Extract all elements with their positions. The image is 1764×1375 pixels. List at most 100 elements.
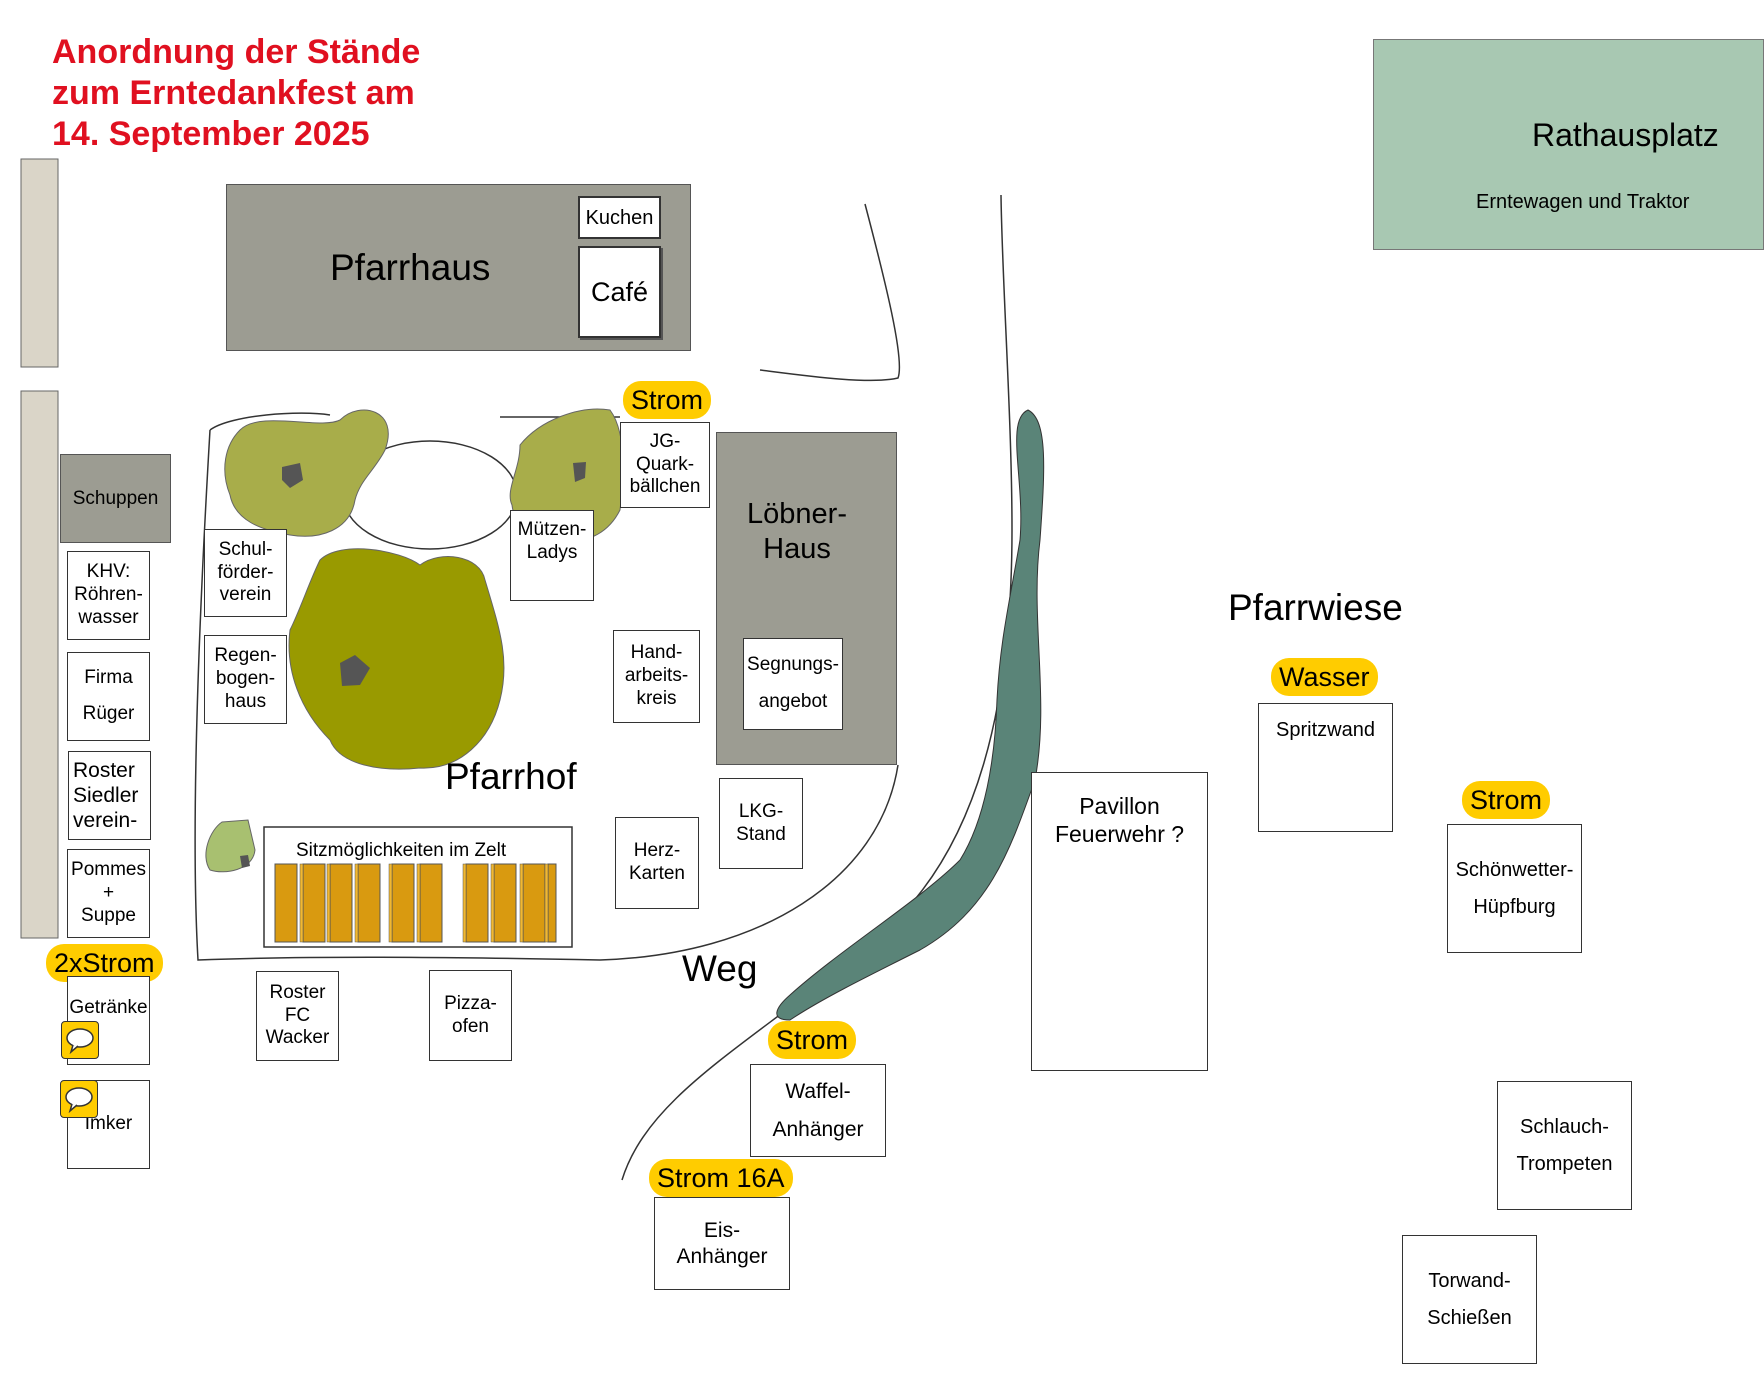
- stand-khv-line-3: wasser: [78, 606, 139, 628]
- stand-regenbogen-line-2: bogen-: [215, 668, 276, 690]
- stand-khv: KHV: Röhren- wasser: [67, 551, 150, 640]
- stand-siedler-line-2: Siedler: [73, 783, 139, 807]
- stand-segnung-line-2: angebot: [758, 691, 828, 713]
- stand-schulfoerder-line-2: förder-: [217, 561, 274, 583]
- left-wall-bottom: [20, 390, 59, 939]
- rathausplatz-label: Rathausplatz: [1532, 117, 1719, 153]
- stand-khv-line-1: KHV:: [86, 561, 131, 583]
- stand-muetzen-line-1: Mützen-: [517, 519, 587, 540]
- stand-fc-wacker: Roster FC Wacker: [256, 971, 339, 1061]
- stand-huepfburg: Schönwetter- Hüpfburg: [1447, 824, 1582, 953]
- stand-pommes: Pommes + Suppe: [67, 849, 150, 938]
- stand-handarbeit-line-1: Hand-: [630, 642, 683, 664]
- stand-kuchen: Kuchen: [578, 196, 661, 239]
- bench-icon: [302, 863, 326, 943]
- stand-lkg-line-2: Stand: [736, 823, 786, 845]
- stand-fc-wacker-line-2: FC: [284, 1004, 311, 1026]
- stand-spritzwand: Spritzwand: [1258, 703, 1393, 832]
- stand-imker-label: Imker: [84, 1113, 133, 1135]
- pfarrhof-label: Pfarrhof: [445, 756, 577, 797]
- power-label-strom-right: Strom: [1462, 781, 1551, 819]
- stand-siedler: Roster Siedler verein-: [68, 751, 151, 840]
- tree-icon: [573, 462, 586, 482]
- stand-siedler-line-3: verein-: [73, 809, 138, 833]
- stand-lkg-line-1: LKG-: [738, 800, 784, 822]
- stand-jg-line-1: JG-: [649, 430, 681, 452]
- tree-icon: [288, 548, 505, 770]
- stand-torwand-line-1: Torwand-: [1428, 1270, 1511, 1292]
- power-label-strom-top: Strom: [623, 381, 712, 419]
- weg-label: Weg: [682, 948, 758, 989]
- title-line-1: Anordnung der Stände: [52, 33, 421, 71]
- bench-icon: [465, 863, 489, 943]
- stand-pavillon-line-2: Feuerwehr ?: [1054, 820, 1185, 847]
- power-label-2xstrom: 2xStrom: [46, 944, 163, 982]
- stand-khv-line-2: Röhren-: [74, 584, 143, 606]
- bench-icon: [354, 863, 359, 943]
- loebner-haus-label: Löbner- Haus: [742, 497, 852, 567]
- stand-pizza-line-2: ofen: [452, 1015, 489, 1037]
- stand-segnungsangebot: Segnungs- angebot: [743, 638, 843, 730]
- stand-waffel-line-1: Waffel-: [785, 1079, 851, 1103]
- bench-icon: [490, 863, 495, 943]
- stand-kuchen-label: Kuchen: [585, 206, 654, 229]
- title-line-3: 14. September 2025: [52, 115, 370, 153]
- stand-cafe: Café: [578, 246, 661, 338]
- left-wall-top: [20, 158, 59, 368]
- stand-huepfburg-line-1: Schönwetter-: [1455, 859, 1574, 881]
- bench-icon: [326, 863, 331, 943]
- stand-muetzen-ladys: Mützen- Ladys: [510, 510, 594, 601]
- power-label-strom-weg: Strom: [768, 1021, 857, 1059]
- stand-huepfburg-line-2: Hüpfburg: [1473, 896, 1556, 918]
- stand-herz-line-2: Karten: [629, 863, 685, 884]
- stand-cafe-label: Café: [590, 276, 649, 307]
- bench-icon: [419, 863, 443, 943]
- stand-muetzen-line-2: Ladys: [526, 541, 578, 563]
- stand-torwand-schiessen: Torwand- Schießen: [1402, 1235, 1537, 1364]
- speech-bubble-icon[interactable]: [61, 1021, 99, 1059]
- tree-icon: [509, 408, 624, 542]
- stand-rueger-line-2: Rüger: [82, 703, 135, 725]
- stand-schlauch-trompeten: Schlauch- Trompeten: [1497, 1081, 1632, 1210]
- stand-jg-line-2: Quark-: [635, 453, 695, 475]
- stand-schulfoerder-line-1: Schul-: [218, 538, 273, 560]
- path-line-top: [759, 203, 901, 382]
- page-title: Anordnung der Stände zum Erntedankfest a…: [52, 32, 420, 155]
- stand-rueger-line-1: Firma: [84, 666, 133, 688]
- bench-icon: [544, 863, 549, 943]
- stand-eis-anhaenger: Eis- Anhänger: [654, 1197, 790, 1290]
- bench-icon: [299, 863, 304, 943]
- power-label-wasser: Wasser: [1271, 658, 1378, 696]
- bench-icon: [391, 863, 415, 943]
- stand-pommes-line-2: +: [102, 882, 115, 904]
- power-label-strom-16a: Strom 16A: [649, 1159, 793, 1197]
- stand-spritzwand-label: Spritzwand: [1276, 719, 1375, 741]
- stand-schlauch-line-2: Trompeten: [1516, 1153, 1613, 1175]
- pfarrhaus-label: Pfarrhaus: [330, 247, 491, 288]
- stand-pavillon-feuerwehr: Pavillon Feuerwehr ?: [1031, 772, 1208, 1071]
- stream-shape: [776, 409, 1045, 1021]
- speech-bubble-icon[interactable]: [60, 1080, 98, 1118]
- loebner-haus-line-2: Haus: [763, 533, 831, 565]
- stand-waffel-line-2: Anhänger: [772, 1118, 864, 1142]
- stand-pavillon-line-1: Pavillon: [1079, 793, 1160, 819]
- rathausplatz-area: Rathausplatz Erntewagen und Traktor: [1373, 39, 1764, 250]
- schuppen-building: Schuppen: [60, 454, 171, 543]
- stand-pommes-line-3: Suppe: [81, 904, 136, 926]
- tree-icon: [340, 655, 370, 686]
- stand-getraenke-label: Getränke: [69, 997, 148, 1018]
- stand-eis-line-2: Anhänger: [676, 1244, 768, 1268]
- stand-waffel-anhaenger: Waffel- Anhänger: [750, 1064, 886, 1157]
- path-line-river-left: [621, 194, 1013, 1181]
- stand-torwand-line-2: Schießen: [1427, 1307, 1512, 1329]
- schuppen-label: Schuppen: [72, 487, 159, 509]
- stand-eis-line-1: Eis-: [703, 1219, 741, 1243]
- zelt-label: Sitzmöglichkeiten im Zelt: [296, 840, 507, 861]
- stand-handarbeit-line-3: kreis: [636, 687, 677, 709]
- stand-siedler-line-1: Roster: [73, 758, 135, 782]
- bench-icon: [357, 863, 381, 943]
- stand-lkg: LKG- Stand: [719, 778, 803, 869]
- rathausplatz-sublabel: Erntewagen und Traktor: [1476, 191, 1690, 213]
- title-line-2: zum Erntedankfest am: [52, 74, 415, 112]
- stand-fc-wacker-line-1: Roster: [269, 981, 326, 1003]
